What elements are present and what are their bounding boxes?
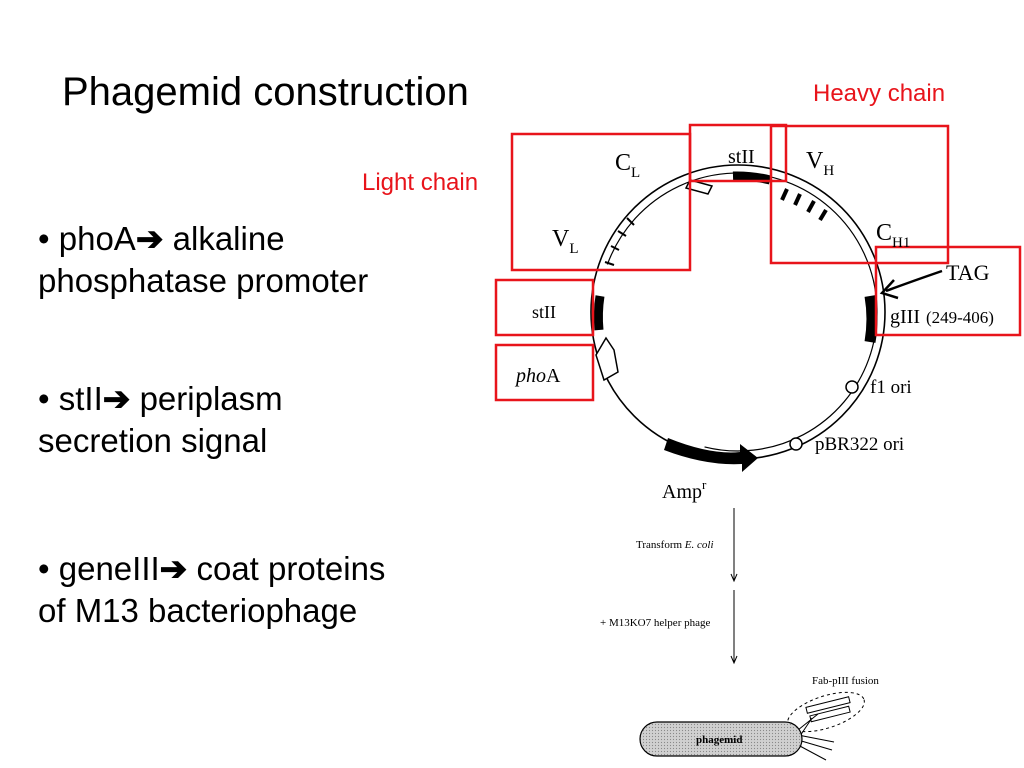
ch1-label: CH1 xyxy=(876,220,910,251)
light-chain-box xyxy=(510,132,692,272)
bullet-dot: • xyxy=(38,550,59,587)
flow-steps: Transform E. coli + M13KO7 helper phage … xyxy=(600,508,879,687)
amp-label: Ampr xyxy=(662,477,707,503)
f1-ori-marker xyxy=(845,380,859,394)
phoa-box xyxy=(494,343,595,402)
transform-step-label: Transform E. coli xyxy=(636,539,714,551)
stii-top-segment xyxy=(732,171,772,185)
phoa-open-arrow xyxy=(595,336,619,382)
stii-left-segment xyxy=(593,295,605,331)
giii-segment xyxy=(864,295,878,343)
fab-piii-fusion-label: Fab-pIII fusion xyxy=(812,675,879,687)
bullet-line2: of M13 bacteriophage xyxy=(38,592,358,629)
heavy-chain-box xyxy=(769,124,950,265)
f1-ori-label: f1 ori xyxy=(870,377,912,398)
stii-left-label: stII xyxy=(532,302,556,322)
pbr322-ori-marker xyxy=(789,437,803,451)
stii-top-box xyxy=(688,123,788,183)
bullet-stii: • stII➔ periplasm secretion signal xyxy=(38,378,478,462)
bullet-term: phoA xyxy=(58,220,136,257)
bullet-term: stII xyxy=(58,380,103,417)
bullet-geneiii: • geneIII➔ coat proteins of M13 bacterio… xyxy=(38,548,478,632)
stii-top-label: stII xyxy=(728,146,755,168)
bullet-line2: phosphatase promoter xyxy=(38,262,369,299)
highlight-boxes xyxy=(494,123,1022,402)
light-chain-label: Light chain xyxy=(362,169,479,196)
amp-arrow xyxy=(664,438,758,472)
phage-particle: phagemid xyxy=(639,691,865,761)
giii-box xyxy=(874,245,1022,337)
heavy-chain-label: Heavy chain xyxy=(813,80,946,107)
cl-label: CL xyxy=(615,150,640,181)
vh-stripes xyxy=(780,188,828,222)
bullet-line1: periplasm xyxy=(130,380,283,417)
bullet-dot: • xyxy=(38,380,59,417)
bullet-phoa: • phoA➔ alkaline phosphatase promoter xyxy=(38,218,478,302)
phagemid-label: phagemid xyxy=(696,734,742,746)
bullet-line1: coat proteins xyxy=(187,550,386,587)
tag-arrow xyxy=(879,269,943,300)
slide-title: Phagemid construction xyxy=(62,70,469,114)
pbr322-ori-label: pBR322 ori xyxy=(815,434,904,455)
right-arrow-icon: ➔ xyxy=(159,550,188,587)
stii-left-box xyxy=(494,278,595,337)
vh-label: VH xyxy=(806,148,834,179)
bullet-line2: secretion signal xyxy=(38,422,268,459)
vl-stripes xyxy=(604,217,635,266)
cl-open-arrow xyxy=(684,179,714,195)
right-arrow-icon: ➔ xyxy=(135,220,164,257)
bullet-dot: • xyxy=(38,220,59,257)
bullet-line1: alkaline xyxy=(163,220,285,257)
tag-label: TAG xyxy=(946,260,990,285)
bullet-term: geneIII xyxy=(58,550,160,587)
right-arrow-icon: ➔ xyxy=(102,380,131,417)
giii-label: gIII(249-406) xyxy=(890,306,994,328)
helper-phage-step-label: + M13KO7 helper phage xyxy=(600,617,710,629)
phoa-label: phoA xyxy=(514,365,561,387)
vl-label: VL xyxy=(552,226,579,257)
